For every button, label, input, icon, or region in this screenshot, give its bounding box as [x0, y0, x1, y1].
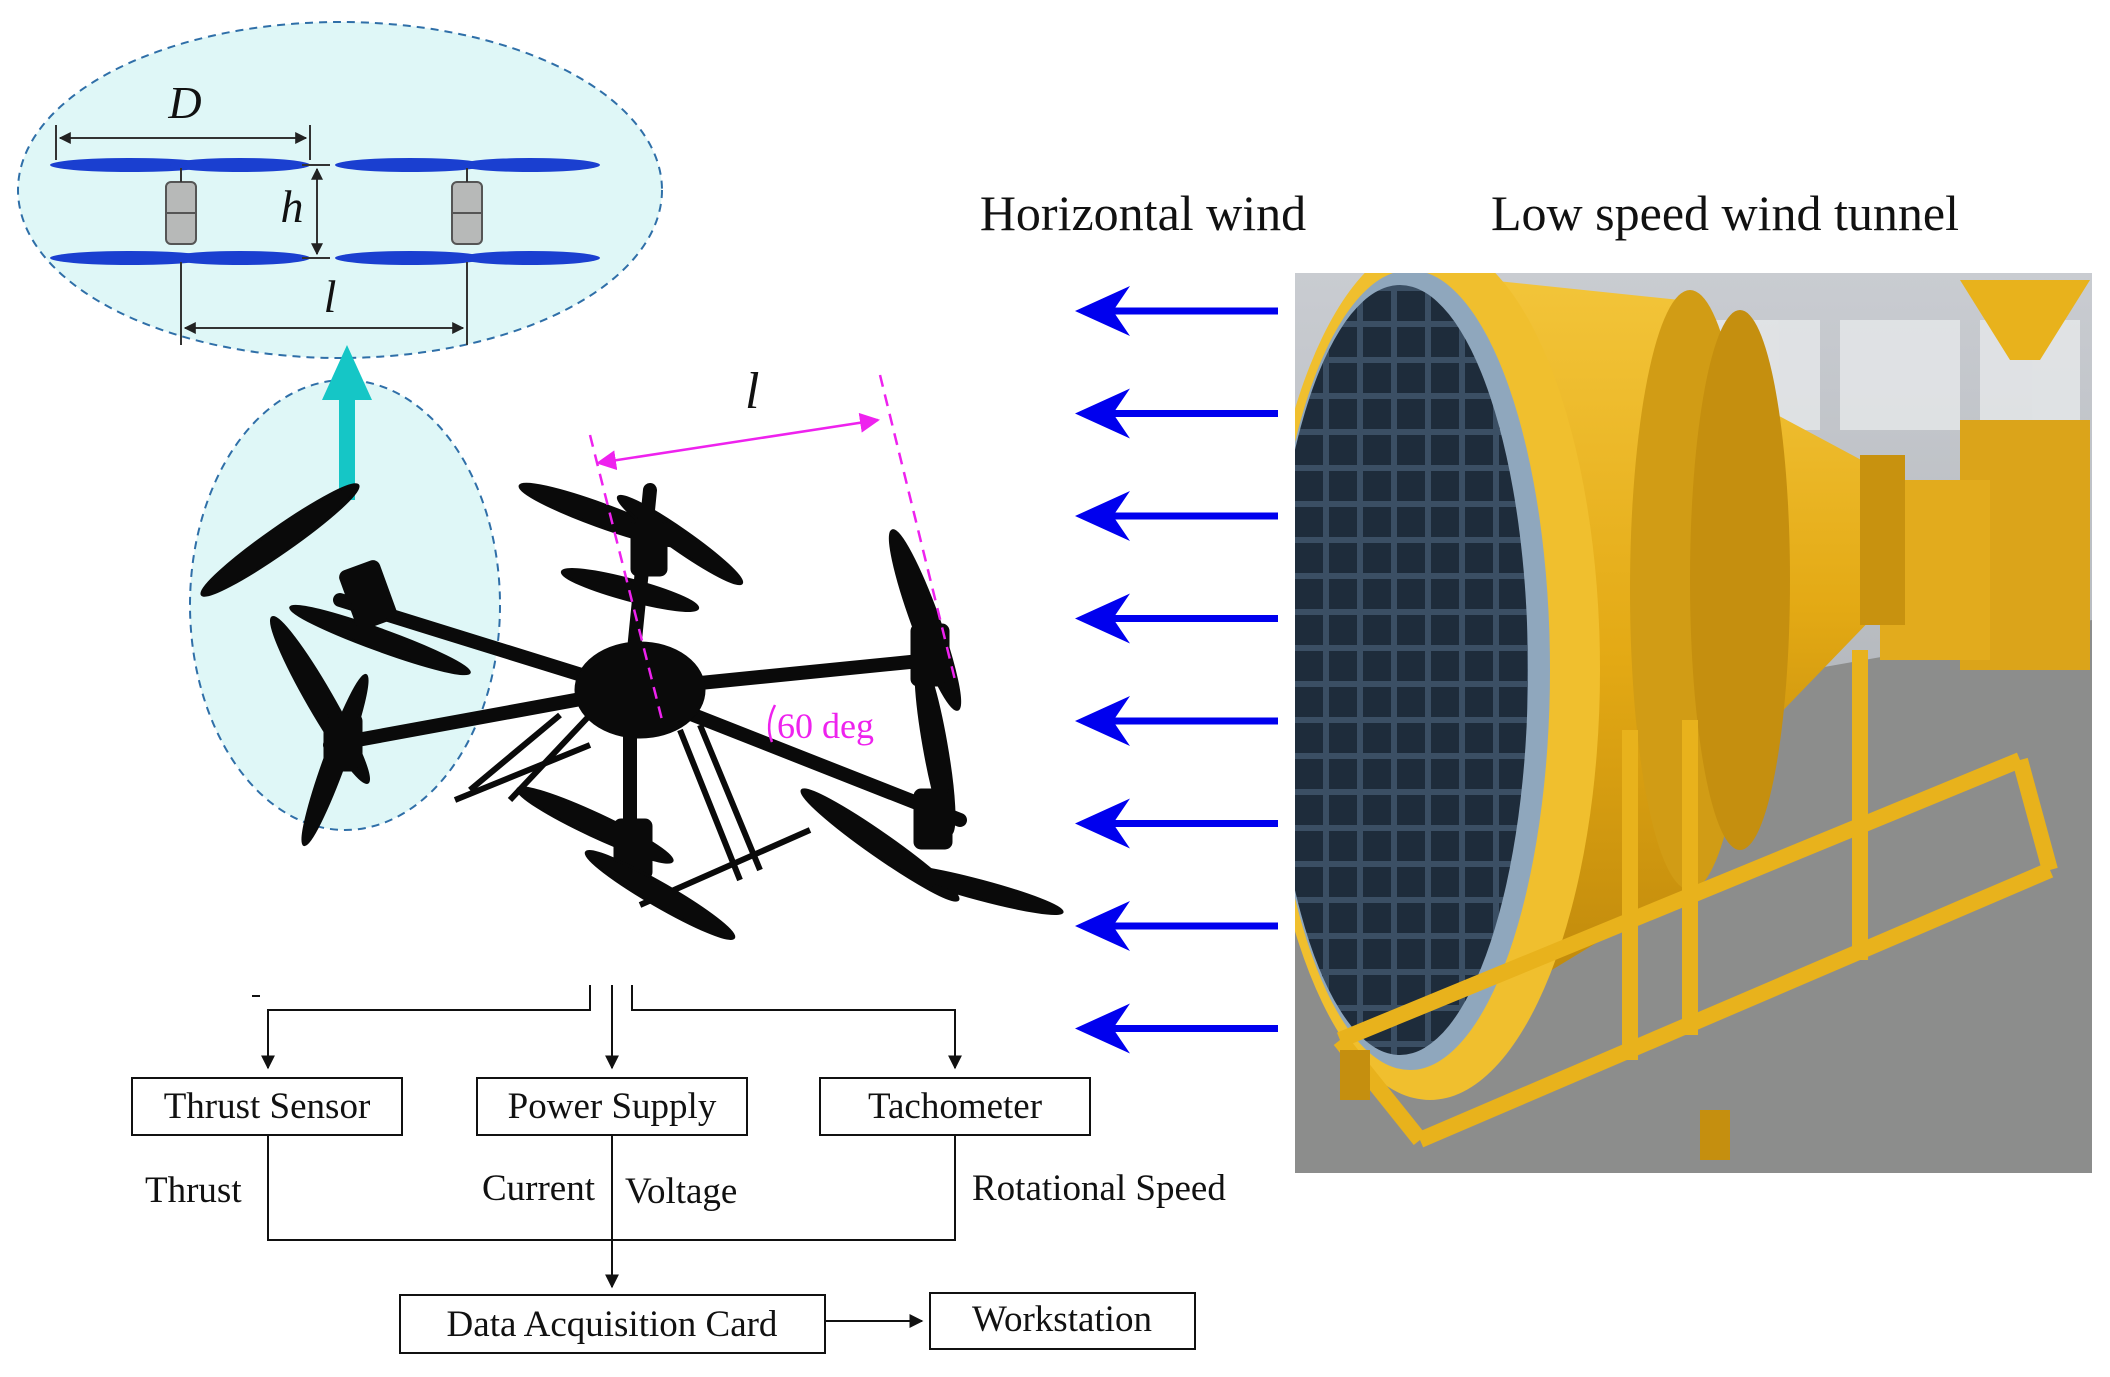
wind-arrow-head: [1075, 286, 1130, 336]
thrust-signal-label: Thrust: [145, 1170, 242, 1211]
inset-ellipse: [17, 21, 663, 359]
wind-arrow-head: [1075, 388, 1130, 439]
drone-dimension-annotation: [588, 374, 957, 743]
wind-arrow-head: [1075, 1003, 1130, 1054]
hexacopter-drone: [200, 482, 1064, 941]
tachometer-label: Tachometer: [868, 1086, 1042, 1127]
wind-arrow-head: [1075, 696, 1130, 746]
coaxial-motors: [165, 181, 483, 245]
rotational-speed-label: Rotational Speed: [972, 1168, 1226, 1209]
angle-label: 60 deg: [777, 706, 874, 746]
wind-arrow-head: [1075, 901, 1130, 951]
wind-arrows: [1075, 286, 1278, 1054]
zoom-arrow-head: [322, 345, 372, 400]
rotor-inset: D h l: [17, 21, 663, 359]
daq-card-label: Data Acquisition Card: [447, 1304, 778, 1345]
daq-card-box: [399, 1294, 826, 1354]
upper-rotor-pair: [50, 158, 600, 172]
power-supply-label: Power Supply: [508, 1086, 717, 1127]
workstation-box: [929, 1292, 1196, 1350]
dim-l-label: l: [324, 271, 337, 322]
dim-D-label: D: [167, 77, 201, 128]
wind-tunnel-photo: [1295, 273, 2092, 1173]
workstation-label: Workstation: [972, 1299, 1152, 1340]
horizontal-wind-label: Horizontal wind: [980, 185, 1306, 241]
thrust-sensor-label: Thrust Sensor: [164, 1086, 371, 1127]
measurement-flowchart: [131, 985, 1196, 1354]
wind-arrow-head: [1075, 593, 1130, 644]
wind-tunnel-label: Low speed wind tunnel: [1491, 185, 1959, 241]
lower-rotor-pair: [50, 251, 600, 265]
drone-l-label: l: [745, 363, 759, 420]
wind-arrow-head: [1075, 491, 1130, 541]
voltage-signal-label: Voltage: [625, 1171, 737, 1212]
current-signal-label: Current: [482, 1168, 596, 1209]
wind-arrow-head: [1075, 798, 1130, 849]
dim-h-label: h: [281, 181, 304, 232]
